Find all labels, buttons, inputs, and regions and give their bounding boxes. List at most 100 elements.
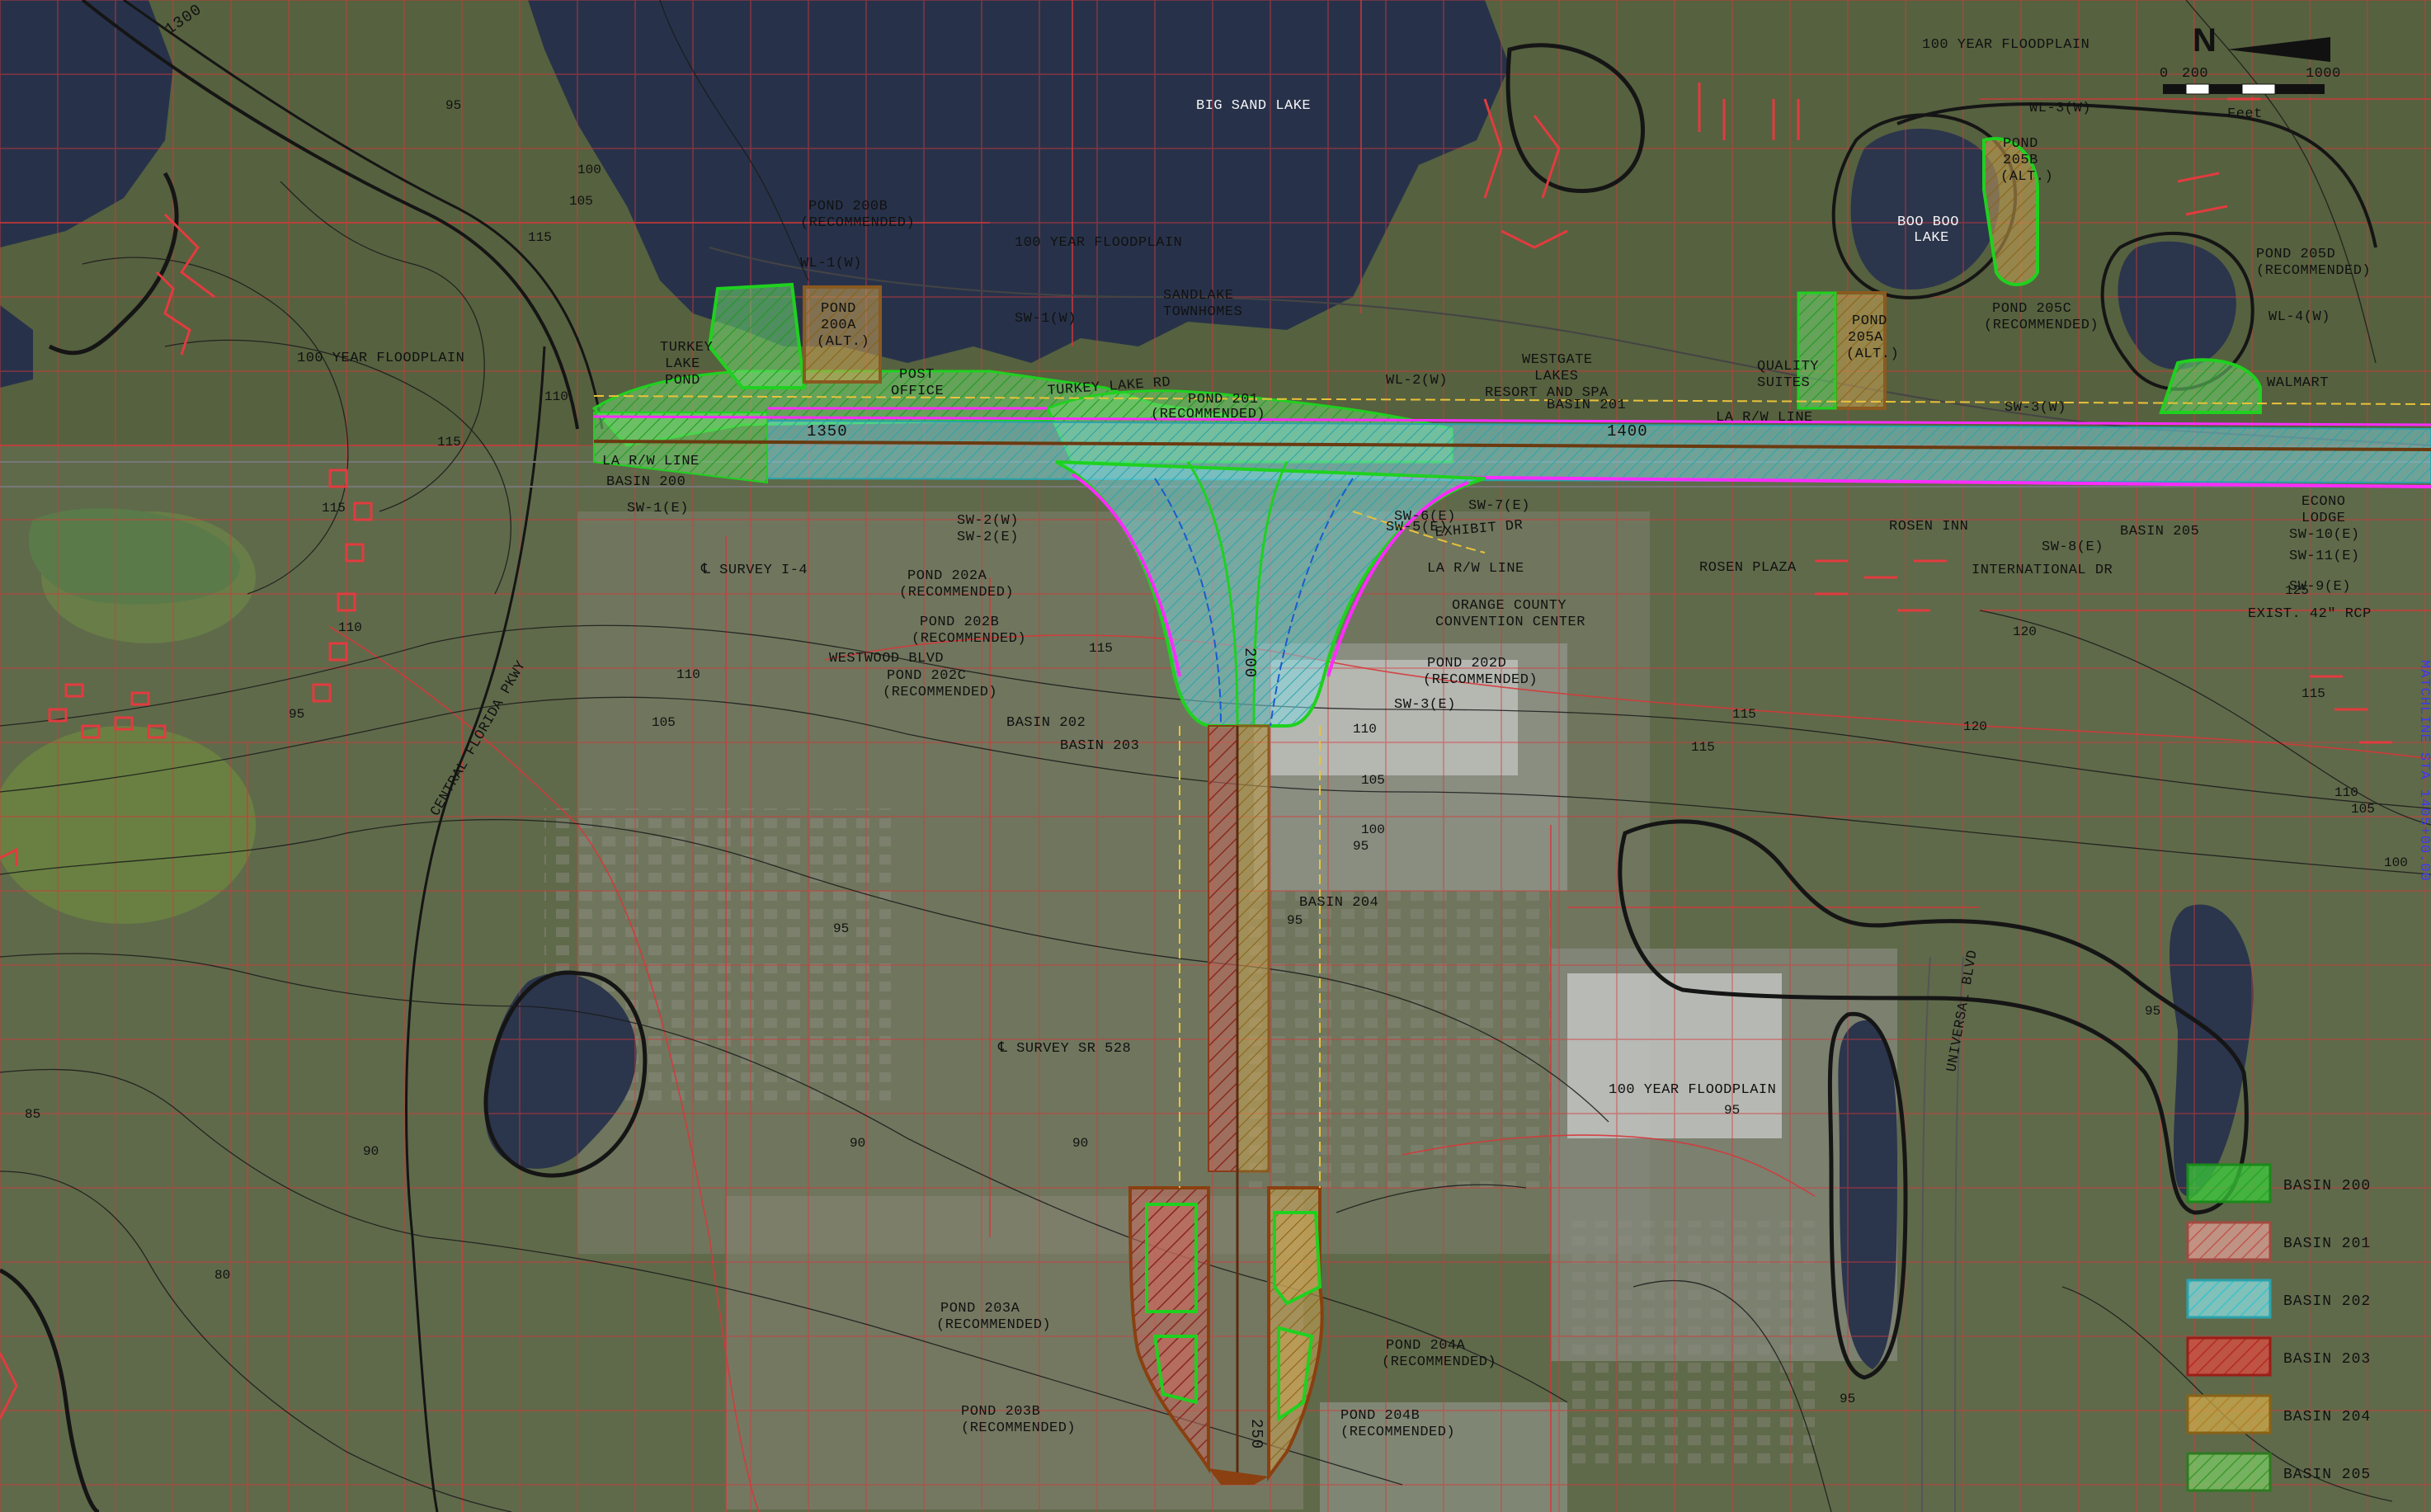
pond-203a-label-1: POND 203A — [940, 1301, 1020, 1317]
sw-6e-label: SW-6(E) — [1394, 509, 1456, 525]
legend-swatch — [2186, 1394, 2272, 1434]
floodplain-label-4: 100 YEAR FLOODPLAIN — [1609, 1082, 1776, 1098]
rosen-plaza-label: ROSEN PLAZA — [1699, 560, 1797, 576]
contour-label: 105 — [1361, 773, 1385, 788]
pond-202b-label-1: POND 202B — [920, 615, 999, 630]
sw-2e-label: SW-2(E) — [957, 530, 1019, 545]
interchange-sr528 — [1055, 460, 1486, 728]
convention-center-label-1: ORANGE COUNTY — [1452, 598, 1566, 614]
contour-label: 85 — [25, 1107, 40, 1122]
survey-sr528-label: ℄ SURVEY SR 528 — [997, 1041, 1131, 1057]
contour-label: 100 — [577, 163, 601, 177]
pond-205a-label-3: (ALT.) — [1846, 346, 1899, 362]
international-dr-label: INTERNATIONAL DR — [1972, 563, 2113, 578]
pond-200b-label-2: (RECOMMENDED) — [800, 215, 915, 231]
sw-3e-label: SW-3(E) — [1394, 697, 1456, 713]
sw-1e-label: SW-1(E) — [627, 501, 689, 516]
contour-label: 90 — [363, 1144, 379, 1159]
pond-203b-label-2: (RECOMMENDED) — [961, 1420, 1076, 1436]
contour-label: 105 — [2351, 802, 2375, 817]
wl-3w-label: WL-3(W) — [2029, 101, 2091, 116]
floodplain-label-3: 100 YEAR FLOODPLAIN — [297, 351, 464, 366]
contour-label: 95 — [2145, 1004, 2160, 1019]
legend-label: BASIN 203 — [2283, 1351, 2371, 1368]
legend-swatch — [2186, 1452, 2272, 1492]
pond-202a-label-1: POND 202A — [907, 568, 987, 584]
station-200: 200 — [1241, 648, 1259, 678]
contour-label: 95 — [445, 98, 461, 113]
contour-label: 110 — [338, 620, 362, 635]
econo-lodge-label-1: ECONO — [2301, 494, 2346, 510]
pond-205d-label-2: (RECOMMENDED) — [2256, 263, 2371, 279]
survey-i4-label: ℄ SURVEY I-4 — [700, 563, 808, 578]
contour-label: 80 — [214, 1268, 230, 1283]
basin-200-label: BASIN 200 — [606, 474, 685, 490]
scale-unit: Feet — [2227, 106, 2263, 122]
contour-label: 95 — [1724, 1103, 1740, 1118]
pond-200a — [803, 285, 882, 384]
turkey-lake-pond-label-3: POND — [665, 373, 700, 389]
la-rw-line-label-1: LA R/W LINE — [1716, 410, 1813, 426]
convention-center-label-2: CONVENTION CENTER — [1435, 615, 1585, 630]
legend-label: BASIN 205 — [2283, 1467, 2371, 1483]
contour-label: 100 — [2384, 855, 2408, 870]
pond-201-label-1: POND 201 — [1188, 392, 1259, 407]
pond-202c-label-1: POND 202C — [887, 668, 966, 684]
contour-label: 110 — [676, 667, 700, 682]
floodplain-label-1: 100 YEAR FLOODPLAIN — [1922, 37, 2089, 53]
pond-204a-label-1: POND 204A — [1386, 1338, 1466, 1354]
sw-3w-label: SW-3(W) — [2005, 400, 2066, 416]
post-office-label-2: OFFICE — [891, 384, 944, 399]
legend-label: BASIN 204 — [2283, 1409, 2371, 1425]
ponds-205 — [1797, 137, 2262, 414]
sw-11e-label: SW-11(E) — [2289, 549, 2360, 564]
pond-203b-label-1: POND 203B — [961, 1404, 1040, 1420]
basin-205-label: BASIN 205 — [2120, 524, 2199, 539]
sw-1w-label: SW-1(W) — [1015, 311, 1077, 327]
matchline-label: MATCHLINE STA 1405+00.00 — [2416, 660, 2431, 882]
la-rw-line-label-2: LA R/W LINE — [602, 454, 700, 469]
north-arrow-icon — [2227, 37, 2330, 62]
scale-tick-0: 0 — [2160, 66, 2169, 82]
scale-bar: N 0 200 1000 Feet — [2160, 22, 2340, 122]
sw-7e-label: SW-7(E) — [1468, 498, 1530, 514]
boo-boo-lake-label-1: BOO BOO — [1897, 214, 1959, 230]
contour-label: 110 — [1353, 722, 1377, 737]
contour-label: 115 — [1089, 641, 1113, 656]
scale-tick-200: 200 — [2182, 66, 2208, 82]
right-of-way-lines — [593, 395, 2431, 1188]
quality-suites-label-1: QUALITY — [1757, 359, 1819, 374]
contour-label: 115 — [2301, 686, 2325, 701]
contour-label: 95 — [1840, 1392, 1855, 1406]
pond-205c-label-2: (RECOMMENDED) — [1984, 318, 2099, 333]
pond-204b-label-1: POND 204B — [1340, 1408, 1420, 1424]
wl-2w-label: WL-2(W) — [1386, 373, 1448, 389]
legend-swatch — [2186, 1336, 2272, 1377]
econo-lodge-label-2: LODGE — [2301, 511, 2346, 526]
exist-rcp-label: EXIST. 42" RCP — [2248, 606, 2372, 622]
contour-label: 115 — [1732, 707, 1756, 722]
pond-205c-label-1: POND 205C — [1992, 301, 2071, 317]
wl-1w-label: WL-1(W) — [800, 256, 862, 271]
contour-label: 90 — [1072, 1136, 1088, 1151]
pond-200a-label-2: 200A — [821, 318, 856, 333]
sw-10e-label: SW-10(E) — [2289, 527, 2360, 543]
la-rw-line-label-3: LA R/W LINE — [1427, 561, 1524, 577]
pond-205b-label-1: POND — [2003, 136, 2038, 152]
pond-203a-label-2: (RECOMMENDED) — [936, 1317, 1051, 1333]
contour-label: 120 — [2013, 624, 2037, 639]
basin-203-label: BASIN 203 — [1060, 738, 1139, 754]
sandlake-label-2: TOWNHOMES — [1163, 304, 1242, 320]
contour-label: 110 — [2334, 785, 2358, 800]
pond-205d-label-1: POND 205D — [2256, 247, 2335, 262]
westgate-label-1: WESTGATE — [1522, 352, 1593, 368]
pond-200b-label-1: POND 200B — [808, 199, 888, 214]
westgate-label-2: LAKES — [1534, 369, 1579, 384]
turkey-lake-pond-label-1: TURKEY — [660, 340, 713, 356]
contour-label: 95 — [1287, 913, 1303, 928]
legend-label: BASIN 202 — [2283, 1293, 2371, 1310]
